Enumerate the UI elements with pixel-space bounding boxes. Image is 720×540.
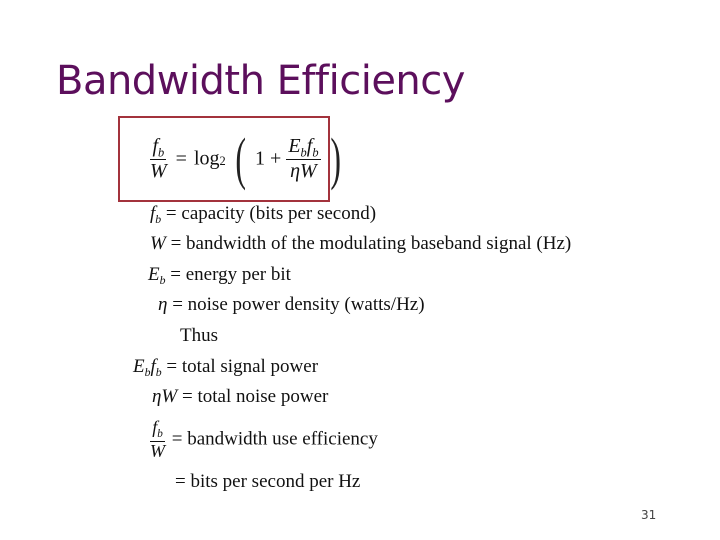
def-text: noise power density (watts/Hz) — [187, 294, 425, 315]
def-eq: = — [165, 203, 177, 224]
rhs-num-b: f — [306, 134, 313, 157]
lhs-fraction: fb W — [148, 134, 169, 183]
res-sym-a: E — [133, 356, 145, 377]
efficiency-fraction: fb W — [148, 418, 167, 461]
def-eq: = — [172, 294, 183, 315]
eff-num: f — [152, 417, 158, 437]
one-plus: 1 + — [255, 147, 282, 170]
def-sub: b — [155, 213, 162, 227]
res-text: total noise power — [197, 386, 329, 407]
result-noise-power: ηW = total noise power — [152, 386, 328, 408]
def-symbol: W — [150, 233, 166, 254]
page-number: 31 — [641, 508, 657, 522]
slide-title: Bandwidth Efficiency — [56, 58, 465, 104]
equals: = — [175, 147, 187, 170]
def-text: energy per bit — [185, 264, 291, 285]
definition-eta: η = noise power density (watts/Hz) — [158, 294, 425, 316]
res-sym-a: ηW — [152, 386, 178, 407]
lhs-num-sub: b — [158, 145, 165, 160]
res-sub-b: b — [155, 366, 162, 380]
open-paren: ( — [235, 126, 246, 191]
res-eq: = — [166, 356, 178, 377]
rhs-num-b-sub: b — [312, 145, 319, 160]
res-text: total signal power — [181, 356, 319, 377]
eff-den: W — [150, 440, 165, 461]
def-symbol: f — [150, 203, 156, 224]
log-fn: log — [193, 147, 220, 170]
lhs-den: W — [150, 160, 167, 183]
close-paren: ) — [329, 126, 341, 191]
thus-label: Thus — [180, 325, 218, 346]
definition-w: W = bandwidth of the modulating baseband… — [150, 233, 571, 255]
definition-eb: Eb = energy per bit — [148, 264, 291, 288]
formula-highlight-box — [118, 116, 330, 202]
definition-fb: fb = capacity (bits per second) — [150, 203, 376, 227]
final-line: = bits per second per Hz — [175, 471, 361, 492]
res-eq: = — [182, 386, 193, 407]
main-formula: fb W = log2 ( 1 + Ebfb ηW ) — [148, 130, 345, 188]
log-base: 2 — [219, 153, 226, 168]
def-text: bandwidth of the modulating baseband sig… — [186, 233, 572, 254]
eff-num-sub: b — [157, 427, 163, 440]
def-eq: = — [170, 233, 182, 254]
lhs-num: f — [152, 134, 159, 157]
def-symbol: η — [158, 294, 168, 315]
rhs-num-a: E — [288, 134, 301, 157]
res-sub-a: b — [144, 366, 151, 380]
def-eq: = — [170, 264, 181, 285]
result-efficiency: fb W = bandwidth use efficiency — [148, 418, 378, 461]
def-symbol: E — [148, 264, 160, 285]
rhs-den: ηW — [290, 160, 317, 183]
res-text: bandwidth use efficiency — [187, 428, 378, 450]
res-eq: = — [171, 428, 183, 450]
rhs-num-a-sub: b — [300, 145, 307, 160]
res-sym-b: f — [150, 356, 156, 377]
def-sub: b — [159, 274, 166, 288]
result-signal-power: Ebfb = total signal power — [133, 356, 318, 380]
rhs-fraction: Ebfb ηW — [286, 134, 321, 183]
def-text: capacity (bits per second) — [181, 203, 377, 224]
